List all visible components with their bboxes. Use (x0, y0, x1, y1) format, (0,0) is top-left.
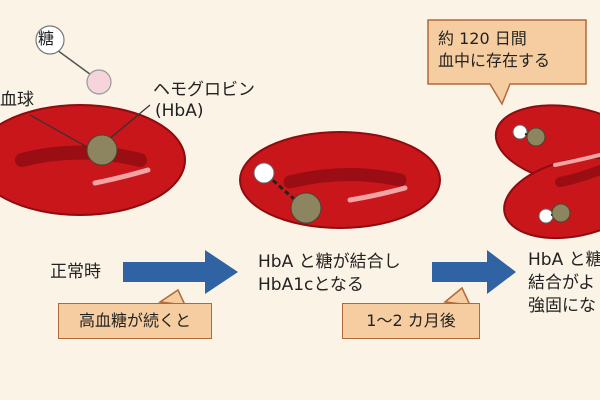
bound-sugar (253, 162, 275, 184)
red-blood-cell-hba1c (239, 131, 441, 229)
bound-sugar (512, 124, 528, 140)
lifespan-line1: 約 120 日間 (438, 29, 527, 48)
hemoglobin-pointer-line (107, 104, 151, 141)
sugar-molecule (86, 69, 112, 95)
hba1c-particle (526, 127, 546, 147)
hemoglobin-label-line1: ヘモグロビン (153, 80, 255, 100)
stage3-label-line2: 結合がよ (528, 273, 596, 293)
bound-sugar (538, 208, 554, 224)
cell-pointer-line (29, 114, 97, 153)
normal-state-label: 正常時 (50, 262, 101, 282)
stage3-label-line1: HbA と糖 (528, 250, 600, 270)
hba1c-particle (551, 203, 571, 223)
stage2-label-line2: HbA1cとなる (258, 275, 364, 295)
red-blood-cells-stacked (494, 104, 600, 240)
lifespan-line2: 血中に存在する (438, 51, 551, 70)
red-blood-cell-label: 血球 (0, 90, 34, 110)
arrow-right-2 (432, 250, 516, 294)
stage3-label-line3: 強固にな (528, 296, 596, 316)
high-glucose-callout: 高血糖が続くと (58, 303, 212, 339)
hemoglobin-particle (86, 134, 118, 166)
lifespan-bubble (427, 19, 587, 106)
months-later-callout: 1〜2 カ月後 (342, 303, 480, 339)
sugar-label: 糖 (38, 29, 55, 48)
sugar-label-circle (35, 25, 65, 55)
arrow-right-1 (123, 250, 238, 294)
stage2-label-line1: HbA と糖が結合し (258, 252, 401, 272)
hba1c-particle (290, 192, 322, 224)
hemoglobin-label-line2: (HbA) (155, 101, 204, 121)
